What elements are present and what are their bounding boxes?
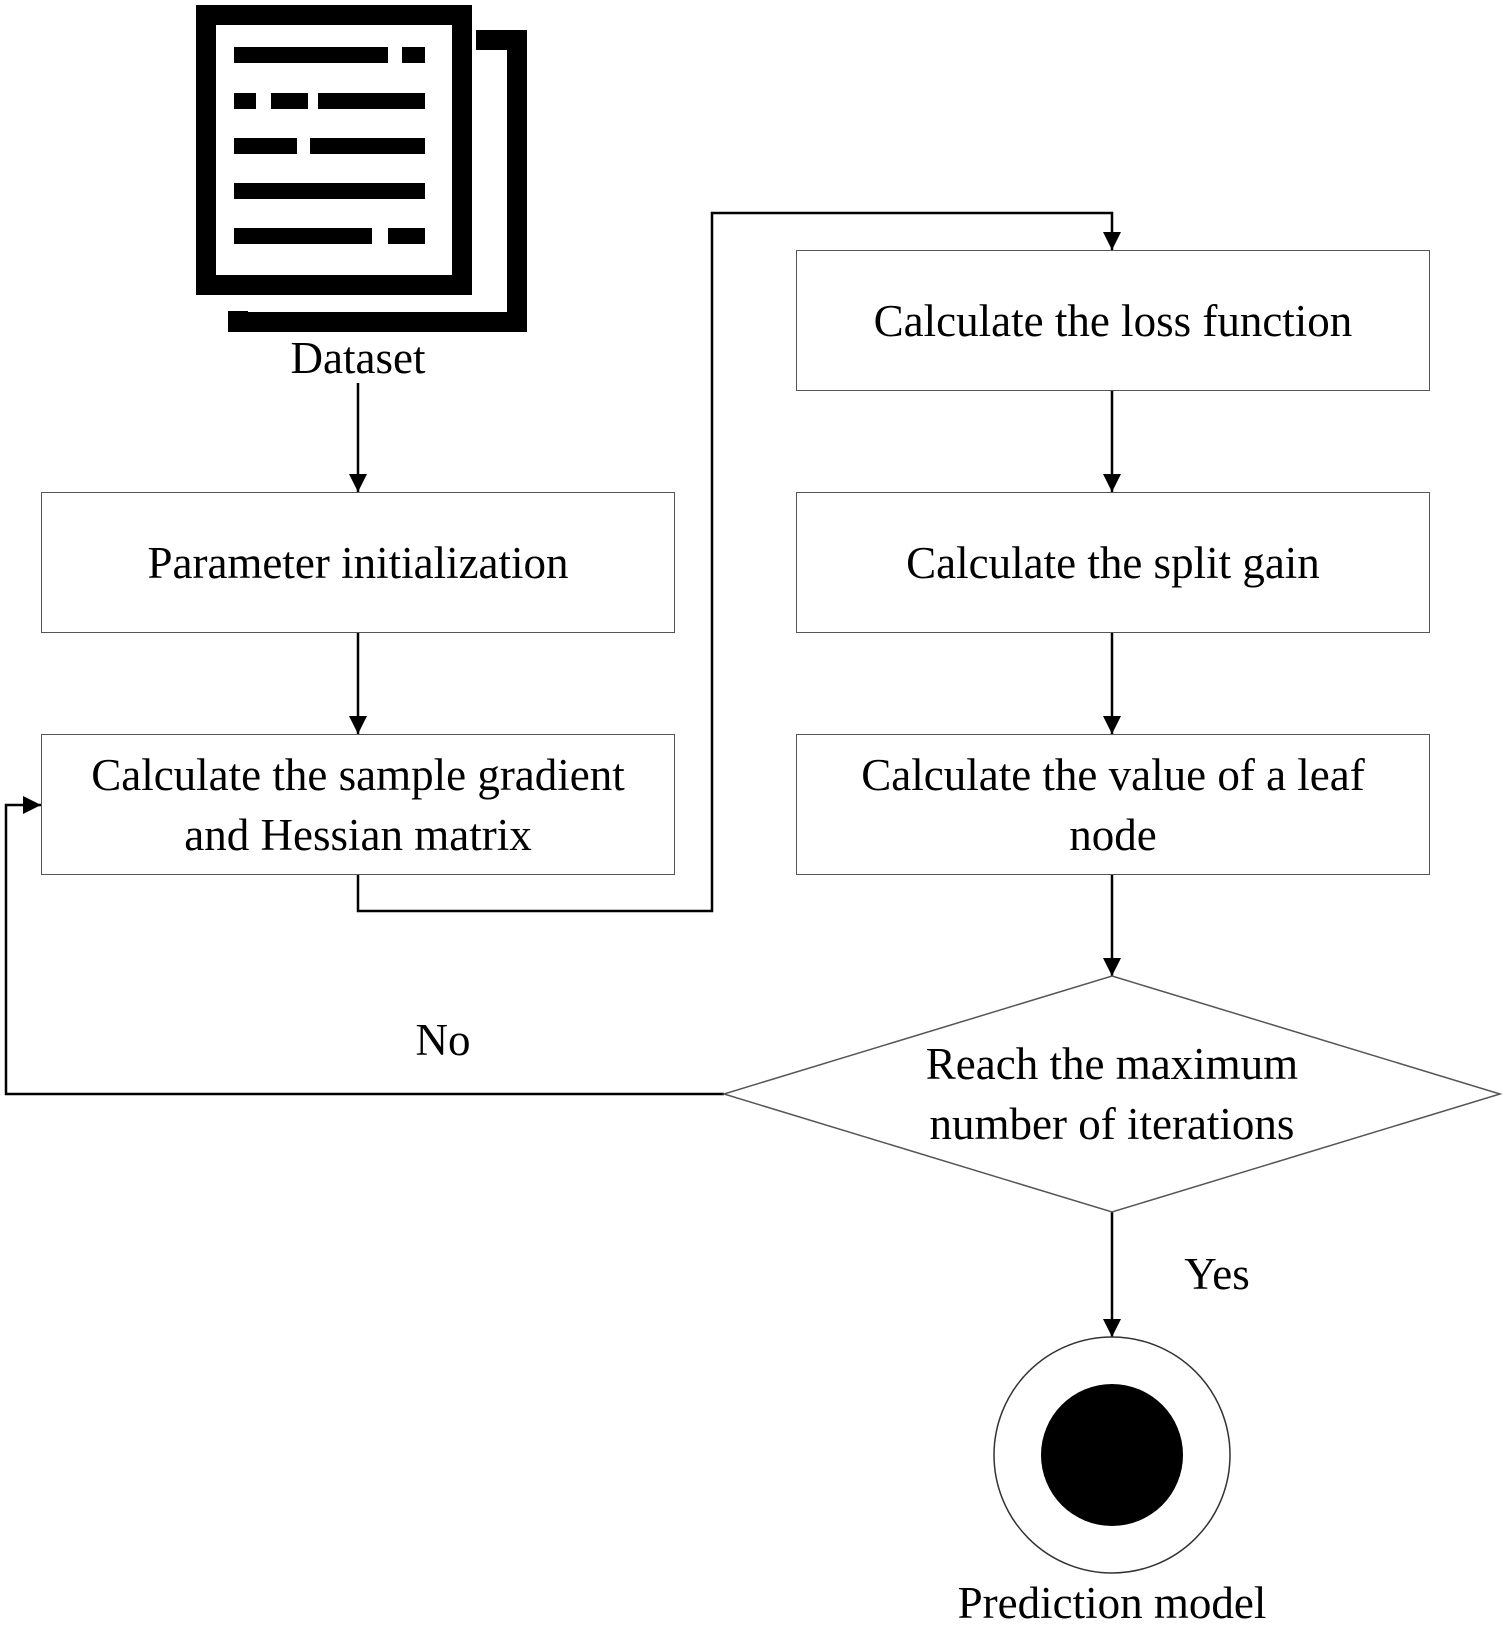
arrow-decision-no-loop <box>4 796 724 1096</box>
yes-edge-label: Yes <box>1184 1249 1250 1299</box>
connectors <box>4 211 1121 1337</box>
split-gain-box: Calculate the split gain <box>796 492 1430 633</box>
document-icon <box>196 5 527 332</box>
loss-function-box: Calculate the loss function <box>796 250 1430 391</box>
sample-gradient-label-line1: Calculate the sample gradient <box>91 749 625 800</box>
decision-label: Reach the maximum number of iterations <box>862 1034 1362 1154</box>
sample-gradient-box: Calculate the sample gradient and Hessia… <box>41 734 675 875</box>
leaf-value-label-line2: node <box>1069 809 1157 860</box>
end-node-icon <box>993 1336 1231 1574</box>
arrow-gradient-to-loss <box>356 211 1121 913</box>
loss-function-label: Calculate the loss function <box>873 295 1353 346</box>
dataset-label: Dataset <box>290 333 426 383</box>
decision-label-line2: number of iterations <box>929 1099 1295 1149</box>
prediction-model-label: Prediction model <box>957 1578 1267 1628</box>
parameter-initialization-label: Parameter initialization <box>147 537 569 588</box>
decision-label-line1: Reach the maximum <box>925 1039 1299 1089</box>
sample-gradient-label-line2: and Hessian matrix <box>184 809 532 860</box>
parameter-initialization-box: Parameter initialization <box>41 492 675 633</box>
decision-diamond <box>721 975 1503 1213</box>
leaf-value-box: Calculate the value of a leaf node <box>796 734 1430 875</box>
no-edge-label: No <box>415 1015 471 1065</box>
split-gain-label: Calculate the split gain <box>906 537 1320 588</box>
leaf-value-label-line1: Calculate the value of a leaf <box>861 749 1365 800</box>
